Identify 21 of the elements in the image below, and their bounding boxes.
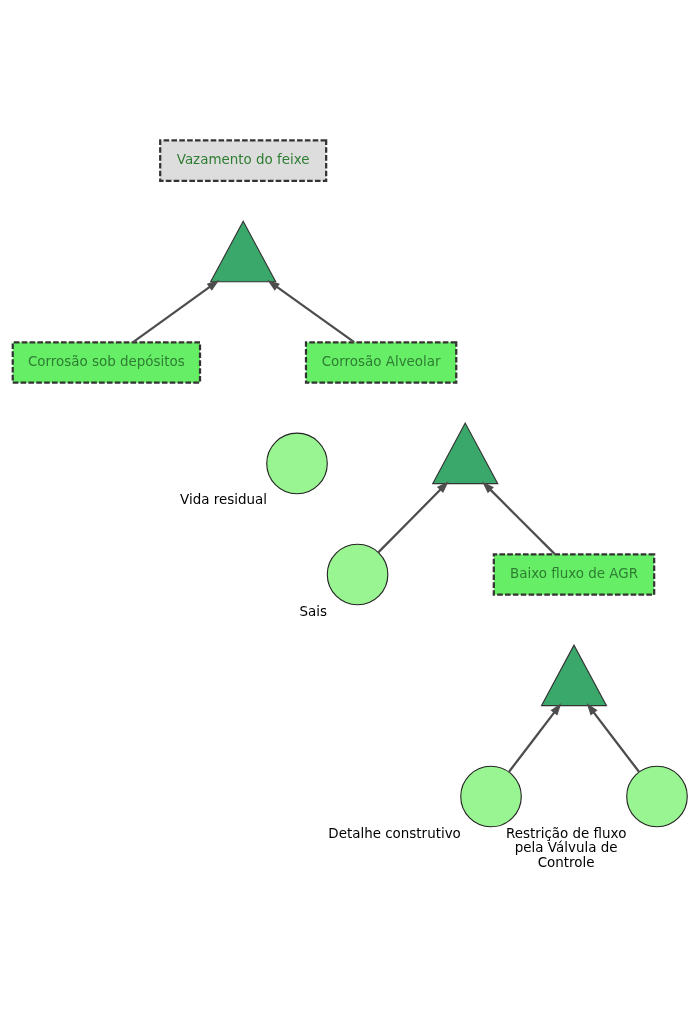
node-circle — [266, 432, 328, 494]
node-gate — [431, 421, 499, 484]
node-box: Corrosão sob depósitos — [11, 340, 202, 384]
node-label: Sais — [299, 603, 328, 619]
arrow — [267, 279, 355, 343]
arrow — [508, 702, 562, 772]
arrow — [377, 480, 449, 553]
arrow — [586, 702, 640, 772]
node-box: Vazamento do feixe — [159, 138, 328, 182]
node-gate — [209, 219, 277, 282]
arrow — [132, 279, 220, 343]
node-gate — [540, 643, 608, 706]
node-label: Vida residual — [180, 491, 268, 507]
node-label: Restrição de fluxo pela Válvula de Controle — [505, 825, 627, 870]
node-circle — [460, 765, 522, 827]
node-circle — [326, 543, 389, 605]
node-circle — [626, 765, 688, 827]
node-box: Baixo fluxo de AGR — [492, 552, 656, 596]
arrow — [482, 480, 556, 555]
node-box: Corrosão Alveolar — [304, 340, 458, 384]
node-label: Detalhe construtivo — [328, 825, 461, 841]
